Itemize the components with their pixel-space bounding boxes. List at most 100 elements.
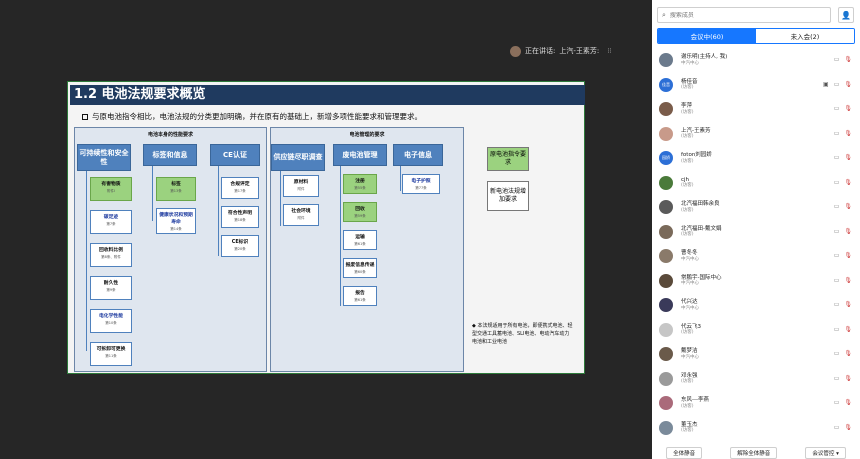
camera-icon[interactable]: ▭ — [833, 154, 840, 161]
participant-row[interactable]: 北汽福田韩余良(访客)▭🎙 — [652, 195, 860, 220]
header-electronic-info: 电子信息 — [393, 144, 443, 166]
participant-row[interactable]: 谢乐明(主持人, 我)中汽中心▭🎙 — [652, 48, 860, 73]
scope-note-text: 本法规适用于所有电池，即便携式电池、轻型交通工具蓄电池、SLI电池、电动汽车动力… — [472, 323, 573, 345]
participant-row[interactable]: 上汽-王素芳(访客)▭🎙 — [652, 122, 860, 147]
participant-role: 中汽中心 — [681, 256, 699, 262]
avatar — [659, 396, 673, 411]
header-label-info: 标签和信息 — [143, 144, 197, 166]
mic-muted-icon[interactable]: 🎙 — [844, 154, 852, 161]
mic-muted-icon[interactable]: 🎙 — [844, 56, 852, 63]
slide-subtitle: 与原电池指令相比，电池法规的分类更加明确，并在原有的基础上，新增多项性能要求和管… — [82, 111, 422, 122]
participant-row[interactable]: 常鹏宇-国际中心中汽中心 ▭ 🎙 — [652, 269, 860, 294]
bullet-square-icon — [82, 113, 88, 120]
camera-icon[interactable]: ▭ — [833, 252, 840, 259]
participant-row[interactable]: cjh(访客)▭🎙 — [652, 171, 860, 196]
meeting-control-button[interactable]: 会议管控 ▾ — [805, 446, 846, 459]
mic-muted-icon[interactable]: 🎙 — [844, 399, 852, 406]
camera-icon[interactable]: ▭ — [833, 374, 840, 382]
camera-icon[interactable]: ▭ — [833, 423, 840, 431]
camera-icon[interactable]: ▭ — [833, 399, 840, 406]
mic-muted-icon[interactable]: 🎙 — [844, 80, 852, 88]
avatar — [659, 371, 673, 386]
unmute-all-button[interactable]: 解除全体静音 — [730, 446, 778, 459]
shared-slide: 1.2 电池法规要求概览 与原电池指令相比，电池法规的分类更加明确，并在原有的基… — [67, 81, 585, 374]
participant-role: 中汽中心 — [681, 281, 699, 287]
participant-row[interactable]: 代云飞3(访客)▭🎙 — [652, 318, 860, 343]
mic-muted-icon[interactable]: 🎙 — [844, 105, 852, 112]
participant-tabs: 会议中(60) 未入会(2) — [657, 28, 855, 44]
screen-share-icon[interactable]: ▣ — [823, 80, 829, 88]
req-recycling: 回收第59条 — [343, 202, 377, 222]
mic-muted-icon[interactable]: 🎙 — [844, 374, 852, 382]
mute-all-button[interactable]: 全体静音 — [666, 446, 703, 459]
camera-icon[interactable]: ▭ — [833, 276, 840, 284]
camera-icon[interactable]: ▭ — [833, 325, 840, 333]
mic-muted-icon[interactable]: 🎙 — [844, 203, 852, 210]
avatar — [659, 249, 673, 264]
req-durability: 耐久性第9条 — [90, 276, 132, 300]
camera-icon[interactable]: ▭ — [833, 80, 840, 88]
camera-icon[interactable]: ▭ — [833, 105, 840, 112]
avatar — [659, 347, 673, 362]
member-search-input[interactable] — [669, 11, 820, 19]
participant-role: 中汽中心 — [681, 60, 699, 66]
participant-row[interactable]: 邓永强(访客)▭🎙 — [652, 367, 860, 392]
mic-muted-icon[interactable]: 🎙 — [844, 423, 852, 431]
participant-footer: 全体静音 解除全体静音 会议管控 ▾ — [652, 446, 860, 459]
mic-muted-icon[interactable]: 🎙 — [844, 301, 852, 308]
participant-name: 曹冬冬 — [681, 250, 698, 257]
participant-name: 北汽福田-戴文娟 — [681, 225, 722, 232]
speaking-label: 正在讲话: — [525, 47, 556, 55]
connector-line — [400, 166, 401, 191]
tab-in-meeting[interactable]: 会议中(60) — [658, 29, 756, 43]
req-electrochemical-performance: 电化学性能第10条 — [90, 309, 132, 333]
invite-member-icon[interactable]: 👤 — [838, 7, 854, 23]
avatar — [659, 298, 673, 313]
participant-row[interactable]: 戴梦洁中汽中心▭🎙 — [652, 342, 860, 367]
participant-name: cjh — [681, 176, 690, 183]
camera-icon[interactable]: ▭ — [833, 129, 840, 137]
mic-muted-icon[interactable]: 🎙 — [844, 325, 852, 333]
slide-subtitle-text: 与原电池指令相比，电池法规的分类更加明确，并在原有的基础上，新增多项性能要求和管… — [92, 112, 422, 121]
camera-icon[interactable]: ▭ — [833, 301, 840, 308]
avatar: 佳音 — [659, 77, 673, 92]
avatar — [659, 175, 673, 190]
tab-not-joined[interactable]: 未入会(2) — [756, 29, 854, 43]
header-ce: CE认证 — [210, 144, 260, 166]
participant-list: 谢乐明(主持人, 我)中汽中心▭🎙 佳音杨佳音(访客)▣▭🎙 李萍(访客)▭🎙 … — [652, 48, 860, 440]
camera-icon[interactable]: ▭ — [833, 56, 840, 63]
camera-icon[interactable]: ▭ — [833, 227, 840, 235]
participant-row[interactable]: 北汽福田-戴文娟(访客) ▭ 🎙 — [652, 220, 860, 245]
participant-row[interactable]: 佳音杨佳音(访客)▣▭🎙 — [652, 73, 860, 98]
req-declaration-of-conformity: 符合性声明第18条 — [221, 206, 259, 228]
avatar — [659, 224, 673, 239]
participant-row[interactable]: 代兴达中汽中心▭🎙 — [652, 293, 860, 318]
connector-line — [152, 166, 153, 221]
participant-row[interactable]: 李萍(访客)▭🎙 — [652, 97, 860, 122]
camera-icon[interactable]: ▭ — [833, 203, 840, 210]
mic-muted-icon[interactable]: 🎙 — [844, 129, 852, 137]
participant-row[interactable]: 董玉杰(访客)▭🎙 — [652, 416, 860, 441]
speaker-name: 上汽-王素芳: — [559, 47, 600, 55]
camera-icon[interactable]: ▭ — [833, 178, 840, 186]
mic-muted-icon[interactable]: 🎙 — [844, 350, 852, 357]
participant-role: (访客) — [681, 109, 694, 115]
mic-muted-icon[interactable]: 🎙 — [844, 227, 852, 235]
scope-note: ◆ 本法规适用于所有电池，即便携式电池、轻型交通工具蓄电池、SLI电池、电动汽车… — [472, 322, 574, 346]
camera-icon[interactable]: ▭ — [833, 350, 840, 357]
req-transport: 运输第61条 — [343, 230, 377, 250]
participant-role: (访客) — [681, 232, 694, 238]
req-recycled-content: 回收料比例第8条、附件 — [90, 243, 132, 267]
slide-title: 1.2 电池法规要求概览 — [70, 85, 585, 105]
participant-row[interactable]: 曹冬冬中汽中心 ▭ 🎙 — [652, 244, 860, 269]
member-search[interactable]: ⌕ — [657, 7, 831, 23]
mic-muted-icon[interactable]: 🎙 — [844, 252, 852, 259]
mic-muted-icon[interactable]: 🎙 — [844, 276, 852, 284]
avatar — [659, 200, 673, 215]
participant-name: 常鹏宇-国际中心 — [681, 274, 722, 281]
req-raw-materials: 原材料附件 — [283, 175, 319, 197]
panel-title: 电池管理的要求 — [349, 132, 385, 138]
participant-row[interactable]: 东风---李燕(访客)▭🎙 — [652, 391, 860, 416]
mic-muted-icon[interactable]: 🎙 — [844, 178, 852, 186]
